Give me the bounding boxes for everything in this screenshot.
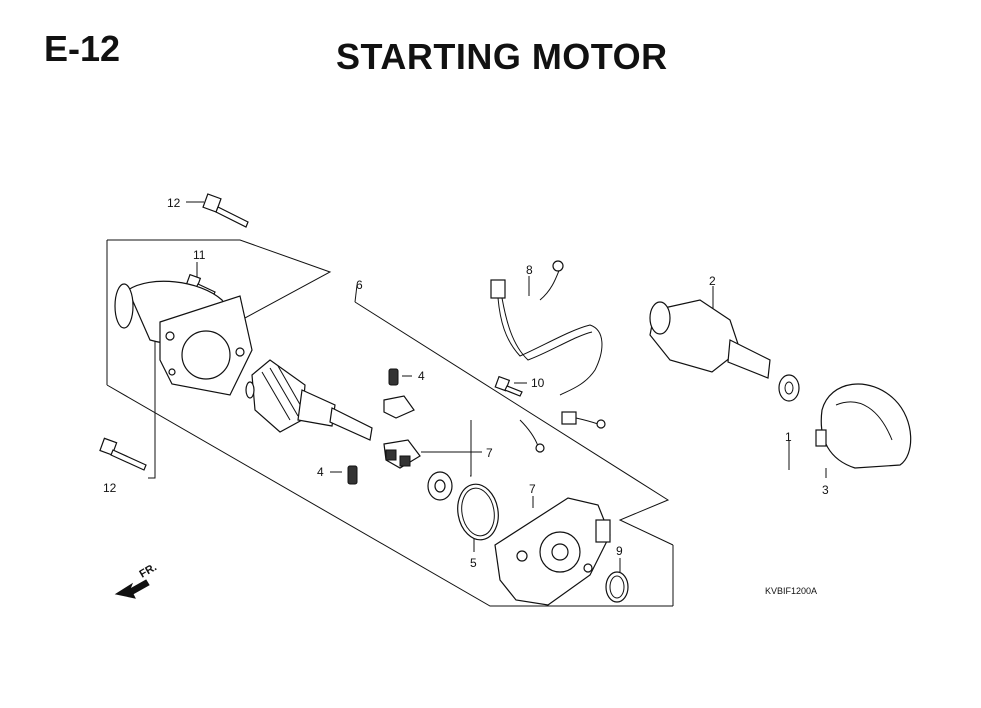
page-title: STARTING MOTOR bbox=[336, 36, 668, 77]
starter-clutch-2 bbox=[649, 299, 771, 379]
callout-2: 2 bbox=[709, 274, 716, 288]
starter-cover-3 bbox=[815, 383, 912, 469]
direction-label: FR. bbox=[138, 561, 159, 580]
callout-9: 9 bbox=[616, 544, 623, 558]
callout-7-bottom: 7 bbox=[529, 482, 536, 496]
armature bbox=[245, 359, 373, 441]
callout-labels: 12 11 6 8 2 4 10 1 7 4 12 3 7 5 9 bbox=[103, 196, 829, 570]
callout-12-bottom: 12 bbox=[103, 481, 117, 495]
callout-4-bottom: 4 bbox=[317, 465, 324, 479]
callout-6: 6 bbox=[356, 278, 363, 292]
callout-3: 3 bbox=[822, 483, 829, 497]
callout-12-top: 12 bbox=[167, 196, 181, 210]
o-ring-9 bbox=[605, 571, 629, 603]
brush-spring-top bbox=[388, 368, 399, 386]
callout-11: 11 bbox=[193, 248, 206, 262]
callout-10: 10 bbox=[531, 376, 545, 390]
bolt-10 bbox=[494, 375, 523, 397]
callout-7-right: 7 bbox=[486, 446, 493, 460]
assembly-outline bbox=[106, 239, 674, 607]
section-code: E-12 bbox=[44, 28, 121, 69]
reference-code: KVBIF1200A bbox=[765, 586, 817, 596]
front-direction-arrow: FR. bbox=[114, 561, 159, 599]
bolt-12-top bbox=[202, 193, 249, 228]
brush-spring-bottom bbox=[347, 465, 358, 485]
motor-case bbox=[114, 280, 253, 396]
collar-1 bbox=[778, 374, 800, 402]
end-cover-7 bbox=[494, 497, 611, 606]
bolt-12-bottom bbox=[99, 437, 147, 471]
callout-8: 8 bbox=[526, 263, 533, 277]
bearing bbox=[427, 471, 453, 501]
brush-holders bbox=[383, 395, 421, 469]
callout-1: 1 bbox=[785, 430, 792, 444]
callout-4-top: 4 bbox=[418, 369, 425, 383]
wire-harness-8 bbox=[490, 260, 606, 453]
o-ring-5 bbox=[457, 483, 499, 541]
callout-5: 5 bbox=[470, 556, 477, 570]
